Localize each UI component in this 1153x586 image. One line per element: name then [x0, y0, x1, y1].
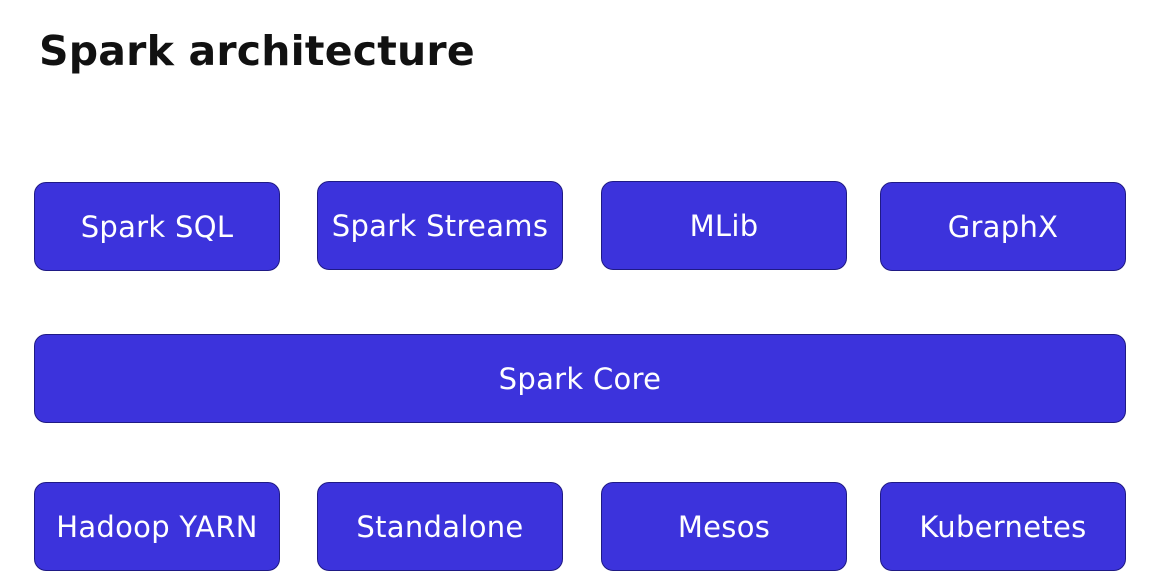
kubernetes-box: Kubernetes — [880, 482, 1126, 571]
spark-core-box: Spark Core — [34, 334, 1126, 423]
spark-sql-box: Spark SQL — [34, 182, 280, 271]
standalone-box: Standalone — [317, 482, 563, 571]
graphx-box: GraphX — [880, 182, 1126, 271]
spark-streams-box: Spark Streams — [317, 181, 563, 270]
mesos-box: Mesos — [601, 482, 847, 571]
page-title: Spark architecture — [39, 27, 475, 75]
hadoop-yarn-box: Hadoop YARN — [34, 482, 280, 571]
mlib-box: MLib — [601, 181, 847, 270]
